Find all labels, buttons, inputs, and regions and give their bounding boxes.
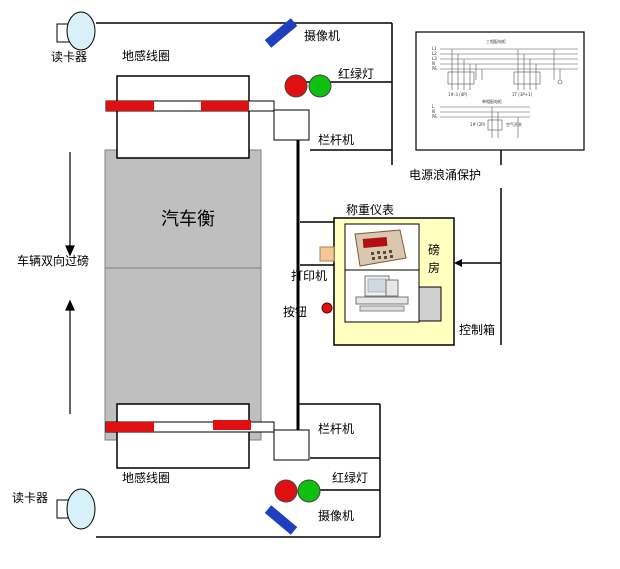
printer-icon (319, 246, 335, 262)
camera-bottom-icon (264, 505, 298, 535)
svg-text:L1: L1 (432, 46, 437, 51)
printer-label: 打印机 (291, 269, 327, 283)
scale-house-label-1: 磅 (428, 242, 440, 257)
svg-text:三相配电柜: 三相配电柜 (486, 38, 506, 44)
traffic-light-bottom-label: 红绿灯 (332, 470, 368, 485)
loop-bottom-label: 地感线圈 (122, 470, 170, 485)
induction-loop-bottom (116, 403, 250, 469)
traffic-light-top (284, 74, 332, 98)
barrier-machine-top (273, 109, 310, 141)
power-distribution-schematic: 三相配电柜 L1 L2 L3 N PE (415, 31, 585, 151)
barrier-arm-top (105, 100, 275, 112)
truck-scale-platform (104, 149, 262, 441)
svg-text:1T (3P+1): 1T (3P+1) (512, 92, 533, 97)
button-label: 按钮 (283, 304, 307, 319)
barrier-top-label: 栏杆机 (318, 132, 354, 147)
svg-text:L3: L3 (432, 56, 437, 61)
barrier-machine-bottom (273, 429, 310, 461)
card-reader-bottom-label: 读卡器 (12, 491, 48, 505)
traffic-light-bottom (274, 479, 321, 503)
camera-bottom-label: 摄像机 (318, 508, 354, 523)
computer-icon (355, 275, 409, 312)
card-reader-bottom (56, 488, 96, 530)
svg-text:N: N (432, 61, 435, 66)
svg-text:1# (2P): 1# (2P) (470, 122, 486, 127)
barrier-bottom-label: 栏杆机 (318, 421, 354, 436)
control-box-label: 控制箱 (459, 322, 495, 337)
direction-arrows (65, 152, 75, 414)
svg-text:L: L (432, 104, 435, 109)
camera-top-icon (264, 18, 298, 48)
barrier-arm-bottom (105, 420, 275, 433)
card-reader-top (56, 11, 96, 51)
surge-protection-label: 电源浪涌保护 (409, 167, 481, 182)
traffic-light-top-label: 红绿灯 (338, 66, 374, 81)
weighing-indicator-icon (354, 229, 407, 267)
truck-scale-label: 汽车衡 (161, 209, 215, 230)
svg-text:PE: PE (432, 66, 437, 71)
control-arrow-head (454, 259, 462, 267)
svg-text:单相配电柜: 单相配电柜 (482, 98, 502, 104)
weighing-indicator-label: 称重仪表 (346, 203, 394, 217)
loop-top-label: 地感线圈 (122, 48, 170, 63)
scale-house-label-2: 房 (428, 260, 440, 275)
control-box (418, 286, 442, 322)
svg-text:1#-3 (4P): 1#-3 (4P) (448, 92, 468, 97)
svg-text:PE: PE (432, 114, 437, 119)
card-reader-top-label: 读卡器 (51, 50, 87, 64)
induction-loop-top (116, 75, 250, 159)
svg-text:N: N (432, 109, 435, 114)
button-icon (321, 302, 333, 314)
svg-text:L2: L2 (432, 51, 437, 56)
svg-text:空气开关: 空气开关 (506, 121, 522, 127)
bidirectional-label: 车辆双向过磅 (17, 253, 89, 268)
camera-top-label: 摄像机 (304, 28, 340, 43)
